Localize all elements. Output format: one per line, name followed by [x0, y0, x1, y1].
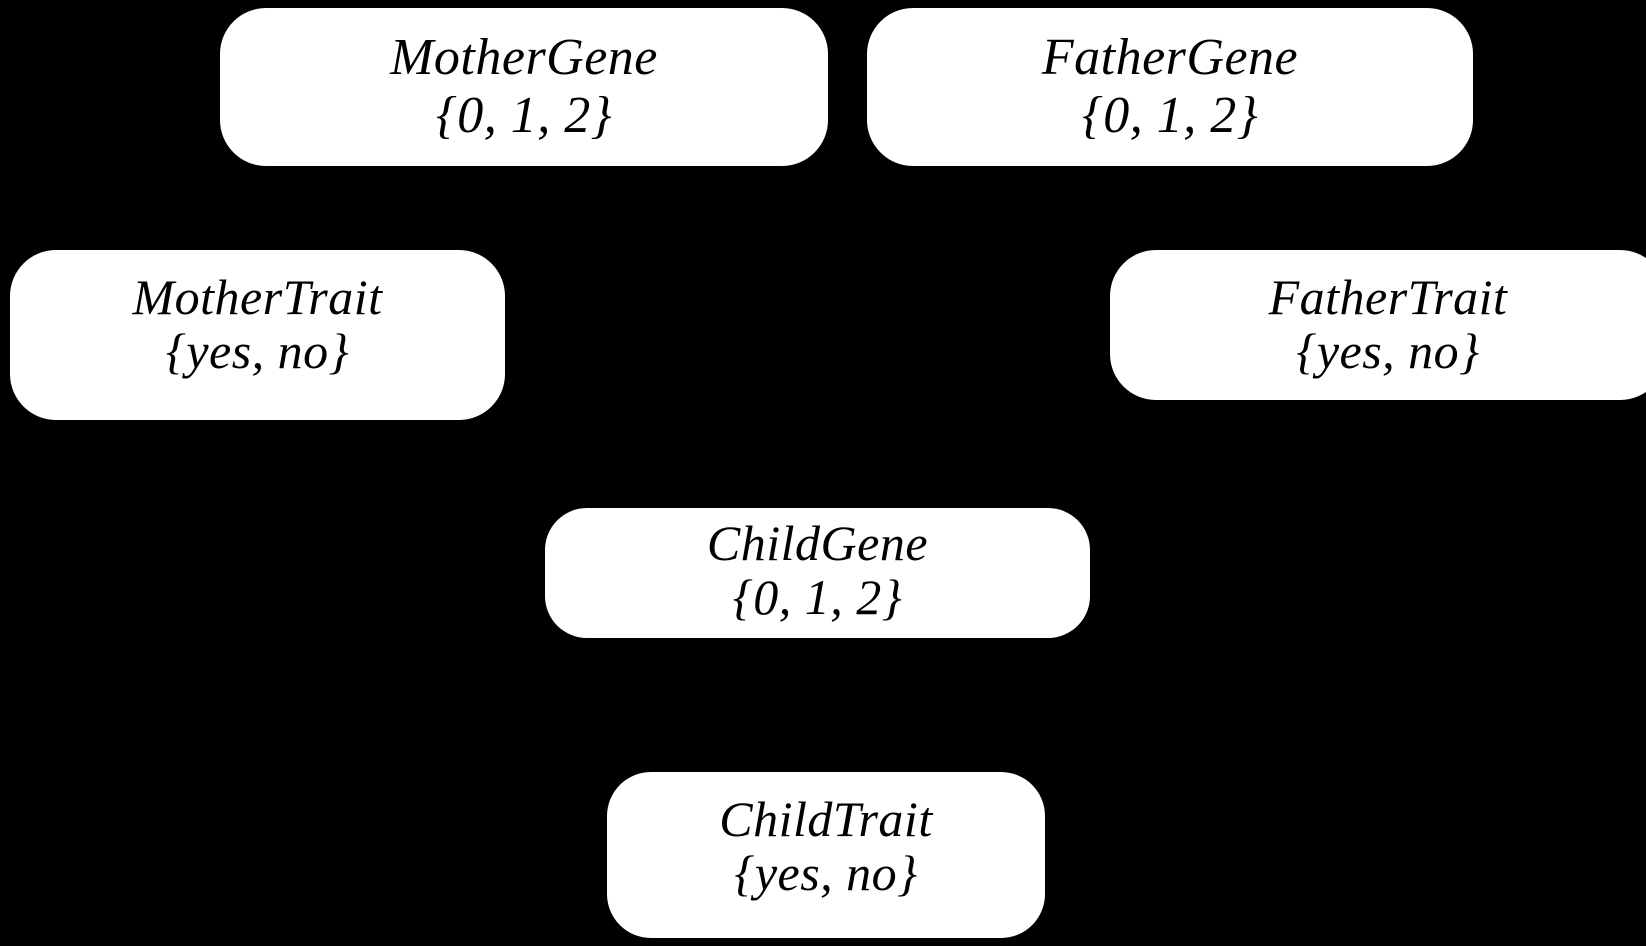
node-father-gene-label: FatherGene [1041, 28, 1299, 86]
node-mother-gene[interactable]: MotherGene {0, 1, 2} [220, 8, 828, 166]
node-mother-trait[interactable]: MotherTrait {yes, no} [10, 250, 505, 420]
node-child-trait[interactable]: ChildTrait {yes, no} [607, 772, 1045, 938]
node-child-gene[interactable]: ChildGene {0, 1, 2} [545, 508, 1090, 638]
node-child-gene-label: ChildGene [706, 515, 929, 571]
node-father-gene[interactable]: FatherGene {0, 1, 2} [867, 8, 1473, 166]
node-mother-gene-domain: {0, 1, 2} [435, 87, 613, 144]
node-father-trait[interactable]: FatherTrait {yes, no} [1110, 250, 1646, 400]
node-child-trait-domain: {yes, no} [734, 845, 918, 901]
node-mother-gene-label: MotherGene [390, 28, 658, 86]
node-father-gene-domain: {0, 1, 2} [1081, 87, 1259, 144]
node-father-trait-domain: {yes, no} [1296, 323, 1480, 379]
node-mother-trait-label: MotherTrait [132, 269, 383, 325]
node-mother-trait-domain: {yes, no} [165, 323, 350, 379]
node-child-gene-domain: {0, 1, 2} [732, 569, 903, 625]
node-child-trait-label: ChildTrait [719, 791, 933, 847]
node-father-trait-label: FatherTrait [1268, 269, 1508, 325]
